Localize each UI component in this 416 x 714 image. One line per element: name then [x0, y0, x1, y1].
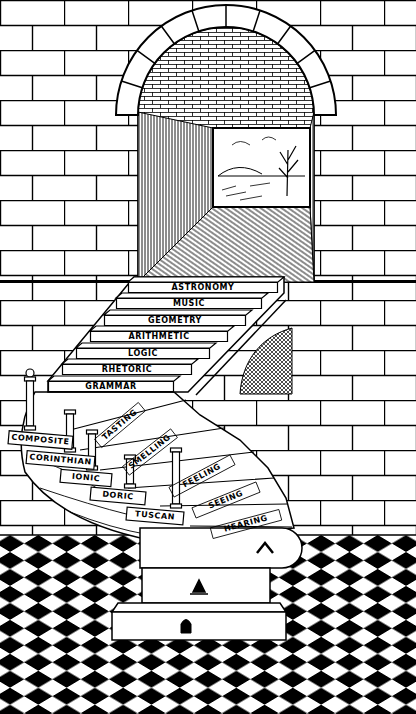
- arch-symbol: [181, 620, 191, 634]
- tree: [279, 146, 298, 196]
- column-ornament: [26, 369, 34, 377]
- step-label: ASTRONOMY: [171, 284, 234, 292]
- step-face: [95, 402, 146, 447]
- step-face: [192, 482, 260, 518]
- tread: [104, 310, 252, 315]
- stair-riser: IONIC: [59, 469, 112, 487]
- step-face: [63, 365, 192, 375]
- step: [112, 603, 286, 612]
- arch-ring: [116, 5, 336, 115]
- stair-riser: GEOMETRY: [104, 315, 246, 326]
- tread: [62, 359, 198, 364]
- step-label: SEEING: [208, 489, 245, 510]
- step-label: RHETORIC: [102, 366, 152, 374]
- step-label: GRAMMAR: [85, 383, 136, 391]
- step-label: SMELLING: [128, 433, 173, 470]
- step-face: [49, 382, 174, 392]
- step-face: [117, 299, 262, 309]
- chevron-symbol: [257, 543, 273, 553]
- step-face: [123, 429, 178, 475]
- vault-ceiling: [138, 27, 314, 282]
- stair-riser: CORINTHIAN: [25, 450, 95, 470]
- tread: [90, 326, 234, 331]
- step-face: [60, 469, 112, 486]
- stair-tread: FEELING: [168, 454, 235, 497]
- stair-riser: TUSCAN: [126, 506, 185, 525]
- triangle-symbol: [190, 580, 208, 594]
- tread: [116, 293, 268, 298]
- step-label: FEELING: [182, 463, 223, 490]
- passage-floor: [138, 207, 314, 282]
- upper-flight-body: [48, 277, 284, 392]
- stair-tread: SEEING: [191, 481, 260, 518]
- step: [142, 568, 270, 603]
- step-face: [90, 487, 146, 505]
- landing: [140, 528, 302, 568]
- step-label: LOGIC: [128, 350, 158, 358]
- step-label: TASTING: [101, 408, 139, 442]
- stair-tread: SMELLING: [122, 428, 178, 476]
- step-face: [129, 283, 278, 293]
- tread: [48, 376, 180, 381]
- winding-stair-body: [21, 392, 294, 540]
- step-label: ARITHMETIC: [128, 333, 189, 341]
- hill-line: [218, 167, 262, 176]
- stair-tread: TASTING: [94, 402, 146, 448]
- cloud-strokes: [232, 137, 276, 145]
- column-capital: [171, 448, 182, 452]
- tread: [76, 343, 216, 348]
- grass-strokes: [222, 183, 270, 200]
- step-face: [126, 507, 184, 525]
- horizon-line: [218, 176, 305, 177]
- upper-treads: [48, 277, 284, 381]
- step-label: HEARING: [223, 514, 268, 533]
- stair-riser: RHETORIC: [62, 364, 192, 375]
- arched-doorway: [116, 5, 336, 282]
- step-face: [105, 316, 246, 326]
- stair-riser: GRAMMAR: [48, 381, 174, 392]
- step-face: [91, 332, 228, 342]
- stair-riser: ASTRONOMY: [128, 282, 278, 293]
- stair-riser: COMPOSITE: [7, 430, 73, 450]
- stair-riser: ARITHMETIC: [90, 331, 228, 342]
- column-base: [25, 426, 36, 430]
- stair-tread: HEARING: [210, 509, 283, 539]
- step-label: GEOMETRY: [148, 317, 202, 325]
- brick-wall: [0, 0, 416, 540]
- step-face: [210, 509, 281, 538]
- column-capital: [65, 410, 76, 414]
- stair-riser: MUSIC: [116, 298, 262, 309]
- step-face: [26, 451, 95, 470]
- step-label: MUSIC: [173, 300, 205, 308]
- step-face: [169, 455, 235, 497]
- step: [112, 612, 286, 640]
- stair-riser: DORIC: [89, 487, 146, 506]
- column-base: [171, 504, 182, 508]
- tread: [128, 277, 284, 282]
- step-face: [77, 349, 210, 359]
- column-base: [125, 484, 136, 488]
- step-face: [8, 431, 73, 450]
- stair-riser: LOGIC: [76, 348, 210, 359]
- window-frame: [213, 128, 310, 207]
- hatched-vault: [240, 328, 292, 394]
- column-capital: [25, 377, 36, 381]
- column-capital: [87, 430, 98, 434]
- column-shaft: [27, 381, 34, 426]
- arch-voussoirs: [121, 5, 330, 88]
